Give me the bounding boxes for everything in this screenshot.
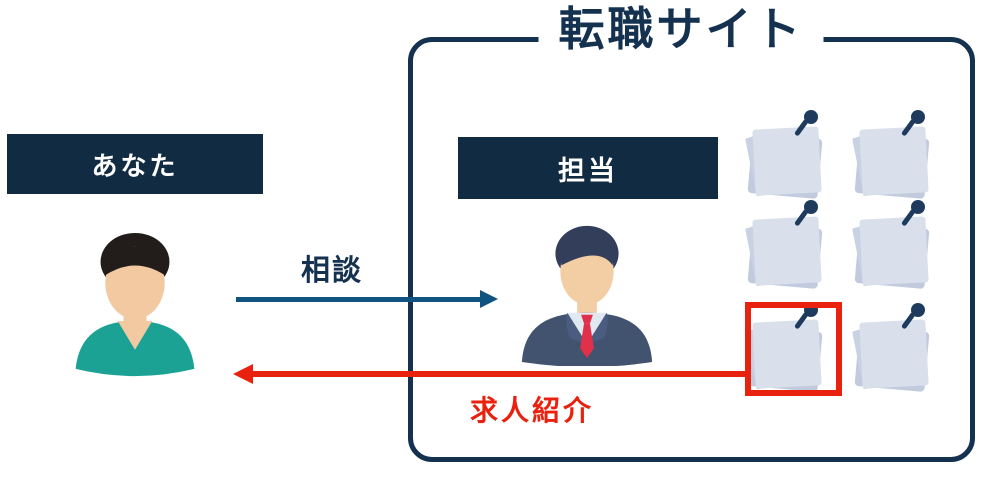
pin-icon [911, 110, 925, 124]
job-intro-arrow-label: 求人紹介 [470, 395, 595, 426]
sticky-note-icon [853, 200, 937, 295]
you-label: あなた [7, 134, 263, 194]
pin-icon [911, 200, 925, 214]
job-intro-arrow [251, 371, 747, 377]
sticky-note-icon [746, 200, 830, 295]
agent-label: 担当 [458, 137, 718, 199]
note-front-sheet [752, 216, 822, 286]
note-front-sheet [859, 126, 929, 196]
pin-icon [804, 200, 818, 214]
note-front-sheet [859, 319, 929, 389]
pin-icon [911, 303, 925, 317]
consult-arrowhead-icon [480, 290, 498, 308]
sticky-note-icon [853, 303, 937, 398]
agent-person-icon [521, 225, 653, 366]
note-front-sheet [859, 216, 929, 286]
consult-arrow-label: 相談 [300, 255, 363, 287]
consult-arrow [236, 297, 482, 302]
job-site-title: 転職サイト [538, 2, 824, 58]
note-front-sheet [752, 126, 822, 196]
pin-icon [804, 110, 818, 124]
job-intro-arrowhead-icon [233, 364, 253, 384]
sticky-note-icon [853, 110, 937, 205]
selected-note-highlight [745, 302, 842, 396]
you-person-icon [75, 233, 195, 377]
sticky-note-icon [746, 110, 830, 205]
